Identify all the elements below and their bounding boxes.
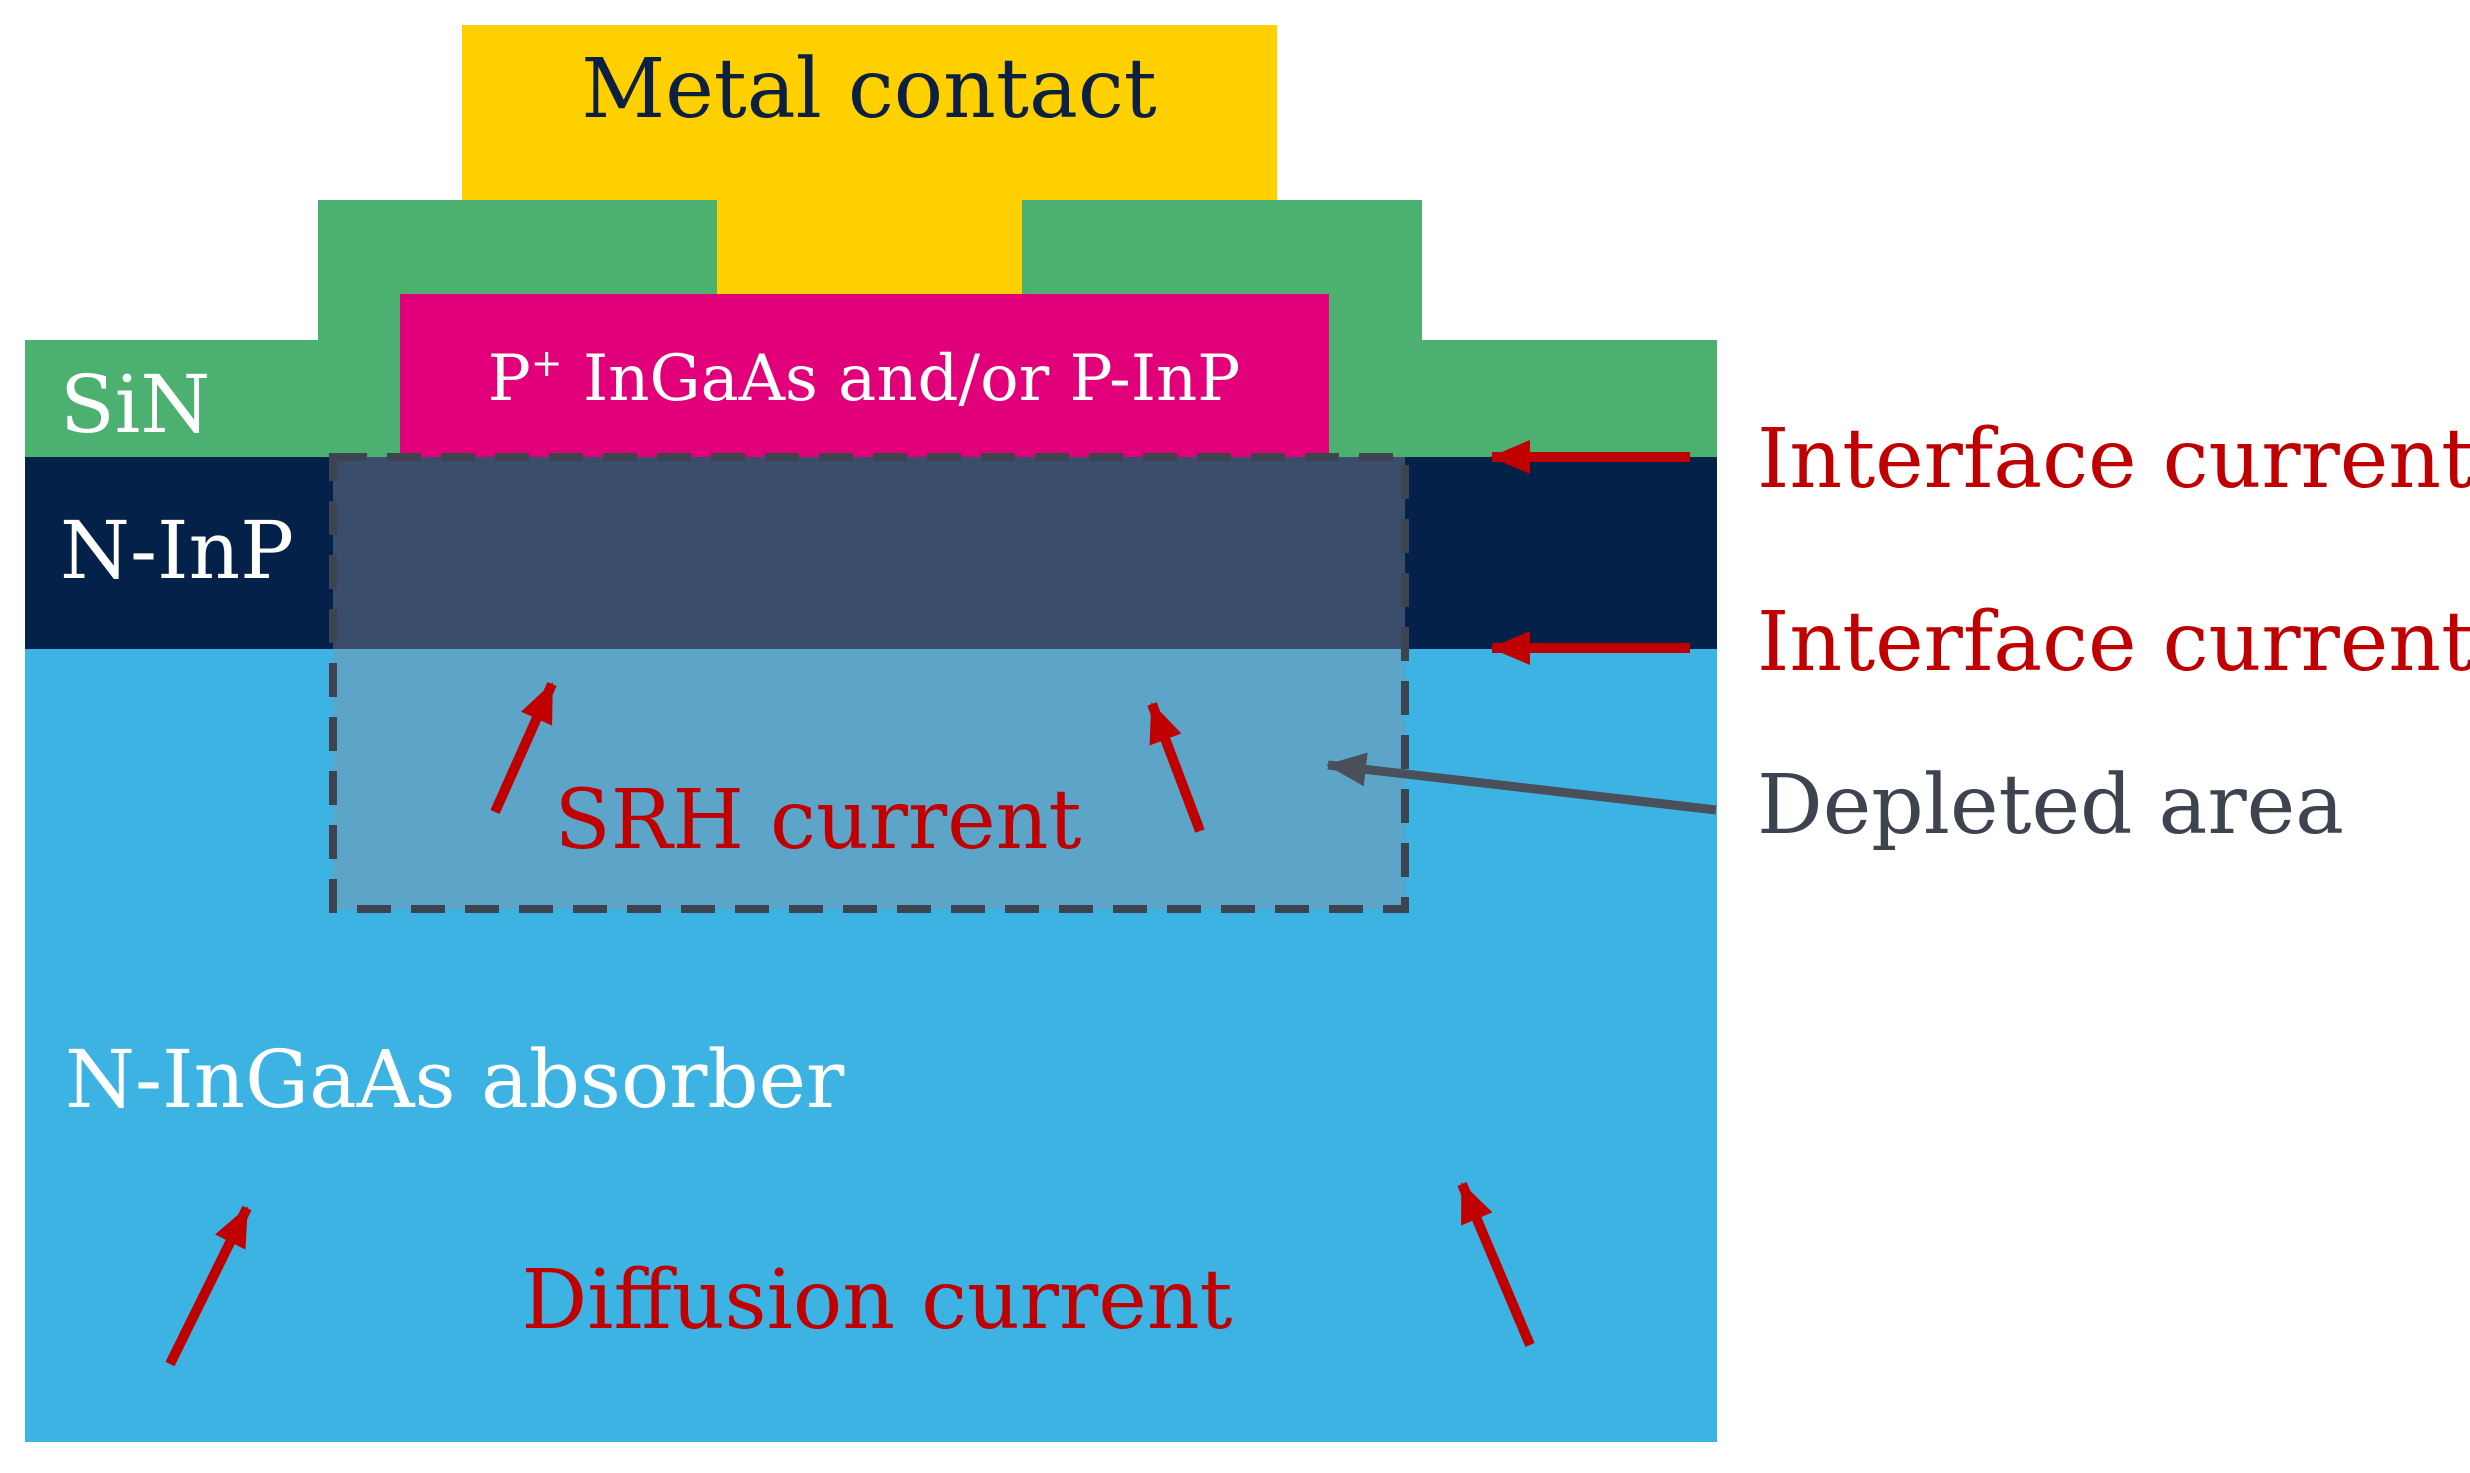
absorber-label: N-InGaAs absorber (65, 1033, 845, 1126)
diffusion-current-label: Diffusion current (521, 1253, 1232, 1348)
interface-current-label-top: Interface current (1757, 412, 2470, 507)
p-layer-label-superscript: + (531, 341, 563, 385)
depleted-area-border (329, 453, 1409, 913)
interface-current-label-bottom: Interface current (1757, 595, 2470, 690)
p-layer-label: P+ InGaAs and/or P-InP (488, 341, 1241, 416)
metal-contact-label: Metal contact (581, 42, 1156, 137)
p-layer-label-prefix: P (488, 342, 531, 416)
diffusion-arrow-right (1457, 1182, 1535, 1347)
p-layer (400, 294, 1329, 457)
srh-current-label: SRH current (555, 773, 1082, 868)
srh-arrow-right (1147, 702, 1205, 833)
diffusion-arrow-left (165, 1205, 252, 1367)
depleted-area-overlay-ninp (333, 457, 1405, 649)
n-inp-label: N-InP (60, 504, 294, 597)
sin-label: SiN (60, 358, 210, 451)
depleted-area-arrow (1326, 752, 1717, 815)
p-layer-label-rest: InGaAs and/or P-InP (563, 342, 1241, 416)
srh-arrow-left (490, 681, 557, 815)
depleted-area-label: Depleted area (1757, 758, 2344, 853)
metal-contact-layer (462, 25, 1277, 294)
